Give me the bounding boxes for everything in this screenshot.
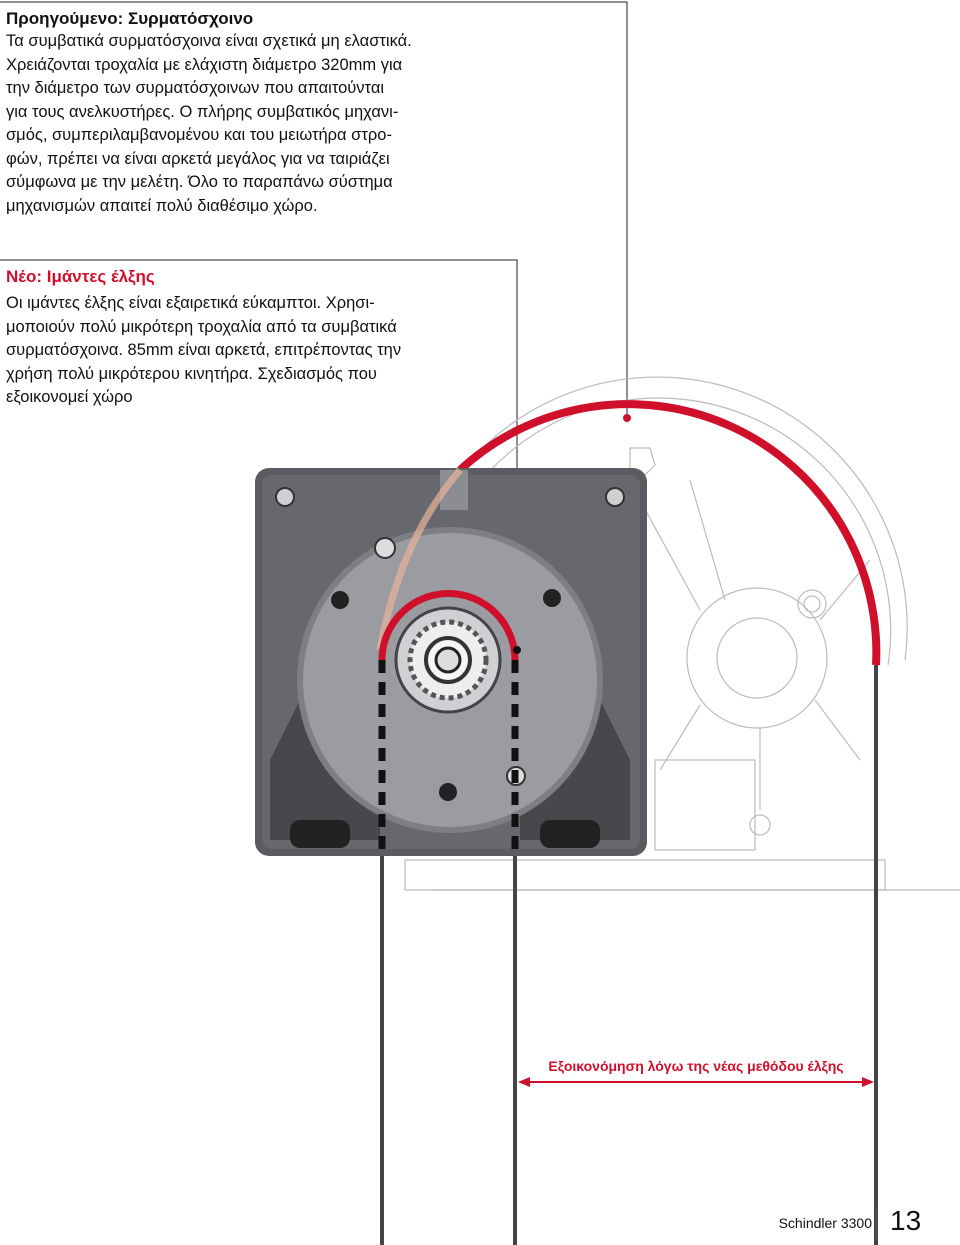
new-system-section: Νέο: Ιμάντες έλξης Οι ιμάντες έλξης είνα…: [6, 266, 516, 410]
old-system-text: Τα συμβατικά συρματόσχοινα είναι σχετικά…: [6, 30, 626, 218]
savings-arrow-left-head: [518, 1077, 530, 1087]
old-line: σύμφωνα με την μελέτη. Όλο το παραπάνω σ…: [6, 173, 393, 191]
old-section-leader-line: [0, 1, 628, 418]
motor-housing-shade: [297, 527, 603, 833]
savings-arrow-right-head: [862, 1077, 874, 1087]
old-line: σμός, συμπεριλαμβανομένου και του μειωτή…: [6, 126, 392, 144]
new-belt-arc: [378, 590, 519, 661]
new-line: εξοικονομεί χώρο: [6, 388, 133, 406]
old-rope-arc: [457, 400, 881, 666]
old-line: Τα συμβατικά συρματόσχοινα είναι σχετικά…: [6, 32, 412, 50]
new-line: συρματόσχοινα. 85mm είναι αρκετά, επιτρέ…: [6, 341, 402, 359]
page-number: 13: [890, 1205, 922, 1236]
footer-brand: Schindler 3300: [778, 1215, 872, 1231]
motor-foot-right: [520, 700, 630, 840]
new-line: Οι ιμάντες έλξης είναι εξαιρετικά εύκαμπ…: [6, 294, 375, 312]
space-savings-label: Εξοικονόμηση λόγω της νέας μεθόδου έλξης: [528, 1056, 864, 1076]
small-sheave-shaft: [434, 646, 462, 674]
new-line: μοποιούν πολύ μικρότερη τροχαλία από τα …: [6, 317, 397, 336]
old-rope-marker: [623, 414, 631, 422]
mount-right: [540, 820, 600, 848]
old-line: μηχανισμών απαιτεί πολύ διαθέσιμο χώρο.: [6, 196, 318, 215]
hex-bolt-top: [374, 537, 396, 559]
new-belt-marker: [513, 646, 521, 654]
footer-divider: [876, 1203, 877, 1241]
large-sheave-outline: [404, 376, 960, 891]
old-line: για τους ανελκυστήρες. Ο πλήρης συμβατικ…: [6, 102, 399, 121]
old-system-heading: Προηγούμενο: Συρματόσχοινο: [6, 9, 254, 28]
old-system-section: Προηγούμενο: Συρματόσχοινο Τα συμβατικά …: [6, 8, 626, 218]
new-line: χρήση πολύ μικρότερου κινητήρα. Σχεδιασμ…: [6, 364, 377, 383]
new-system-heading: Νέο: Ιμάντες έλξης: [6, 267, 155, 286]
old-line: φών, πρέπει να είναι αρκετά μεγάλος για …: [6, 149, 390, 168]
old-rope-faded: [376, 467, 463, 651]
motor-foot-left: [270, 700, 380, 840]
plate-bolts: [275, 487, 625, 507]
new-system-text: Οι ιμάντες έλξης είναι εξαιρετικά εύκαμπ…: [6, 292, 516, 410]
mount-left: [290, 820, 350, 848]
old-line: Χρειάζονται τροχαλία με ελάχιστη διάμετρ…: [6, 55, 403, 74]
old-line: την διάμετρο των συρματόσχοινων που απαι…: [6, 79, 385, 97]
motor-screws: [331, 589, 561, 801]
